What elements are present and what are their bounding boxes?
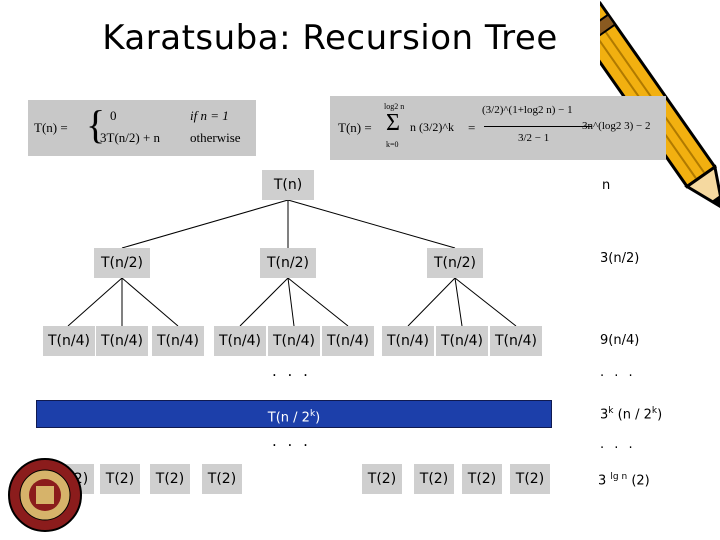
- tree-leaf-node: T(2): [362, 464, 402, 494]
- level-cost-2: 9(n/4): [600, 333, 640, 348]
- level-k-label-base: T(n / 2: [267, 410, 310, 426]
- level-cost-k-close: ): [657, 407, 663, 423]
- level-cost-0: n: [602, 178, 611, 193]
- tree-leaf-node: T(2): [202, 464, 242, 494]
- recurrence-lhs: T(n) =: [34, 120, 68, 135]
- edge-l1-l2: [121, 277, 179, 327]
- level-cost-leaves-base: 3: [598, 473, 611, 489]
- fraction-bar: [484, 126, 592, 127]
- tree-node-level2: T(n/4): [214, 326, 266, 356]
- level-cost-leaves-close: (2): [627, 473, 650, 489]
- level-cost-k: 3k (n / 2k): [600, 402, 662, 424]
- tree-ellipsis-2: . . .: [272, 432, 311, 450]
- level-k-label-exp: k: [309, 409, 316, 419]
- sum-symbol: Σ: [386, 110, 400, 136]
- tree-leaf-node: T(2): [462, 464, 502, 494]
- case2-condition: otherwise: [190, 130, 241, 145]
- level-cost-1: 3(n/2): [600, 251, 640, 266]
- tree-node-level2: T(n/4): [152, 326, 204, 356]
- level-k-band: T(n / 2k): [36, 400, 552, 428]
- edge-l1-l2: [454, 277, 517, 327]
- level-cost-k-base: 3: [600, 407, 609, 423]
- sum-lower-limit: k=0: [386, 140, 399, 149]
- case1-condition: if n = 1: [190, 108, 229, 123]
- tree-node-level2: T(n/4): [322, 326, 374, 356]
- tree-root-node: T(n): [262, 170, 314, 200]
- slide-title: Karatsuba: Recursion Tree: [102, 18, 558, 58]
- case1-value: 0: [110, 108, 117, 123]
- tree-node-level2: T(n/4): [490, 326, 542, 356]
- case2-value: 3T(n/2) + n: [100, 130, 161, 145]
- level-cost-leaves: 3 lg n (2): [598, 468, 650, 490]
- edge-root-l1-1: [121, 199, 289, 249]
- edge-l1-l2: [67, 277, 123, 327]
- sum-upper-limit: log2 n: [384, 102, 405, 111]
- level-k-label-close: ): [315, 410, 321, 426]
- edge-l1-l2: [287, 277, 349, 327]
- level-cost-k-mid: (n / 2: [613, 407, 652, 423]
- tree-ellipsis: . . .: [272, 362, 311, 380]
- tree-node-level2: T(n/4): [436, 326, 488, 356]
- level-cost-ellipsis-2: . . .: [600, 437, 636, 452]
- equals-sign: =: [468, 120, 476, 135]
- tree-node-level1: T(n/2): [94, 248, 150, 278]
- recurrence-formula: T(n) = { 0 if n = 1 3T(n/2) + n otherwis…: [28, 100, 256, 156]
- tree-node-level1: T(n/2): [427, 248, 483, 278]
- tree-node-level2: T(n/4): [96, 326, 148, 356]
- fraction-numerator: (3/2)^(1+log2 n) − 1: [482, 104, 573, 116]
- tree-leaf-node: T(2): [150, 464, 190, 494]
- level-cost-k-exp: k: [608, 406, 614, 416]
- brace-symbol: {: [86, 102, 106, 147]
- tree-node-level1: T(n/2): [260, 248, 316, 278]
- tree-node-level2: T(n/4): [43, 326, 95, 356]
- fraction-denominator: 3/2 − 1: [518, 132, 550, 144]
- level-cost-k-exp2: k: [651, 406, 658, 416]
- edge-l1-l2: [407, 277, 456, 327]
- level-cost-leaves-exp: lg n: [610, 472, 628, 482]
- level-cost-ellipsis: . . .: [600, 365, 636, 380]
- edge-l1-l2: [239, 277, 289, 327]
- tree-node-level2: T(n/4): [268, 326, 320, 356]
- tree-leaf-node: T(2): [510, 464, 550, 494]
- fsu-seal: [8, 458, 82, 532]
- tree-node-level2: T(n/4): [382, 326, 434, 356]
- sum-term: n (3/2)^k: [410, 120, 454, 134]
- tree-leaf-node: T(2): [414, 464, 454, 494]
- closed-form-lhs: T(n) =: [338, 120, 372, 135]
- closed-form-result: 3n^(log2 3) − 2: [582, 120, 651, 132]
- edge-root-l1-3: [287, 199, 456, 249]
- edge-l1-l2: [454, 277, 463, 327]
- edge-l1-l2: [287, 277, 295, 327]
- closed-form-formula: T(n) = log2 n Σ k=0 n (3/2)^k = (3/2)^(1…: [330, 96, 666, 160]
- tree-leaf-node: T(2): [100, 464, 140, 494]
